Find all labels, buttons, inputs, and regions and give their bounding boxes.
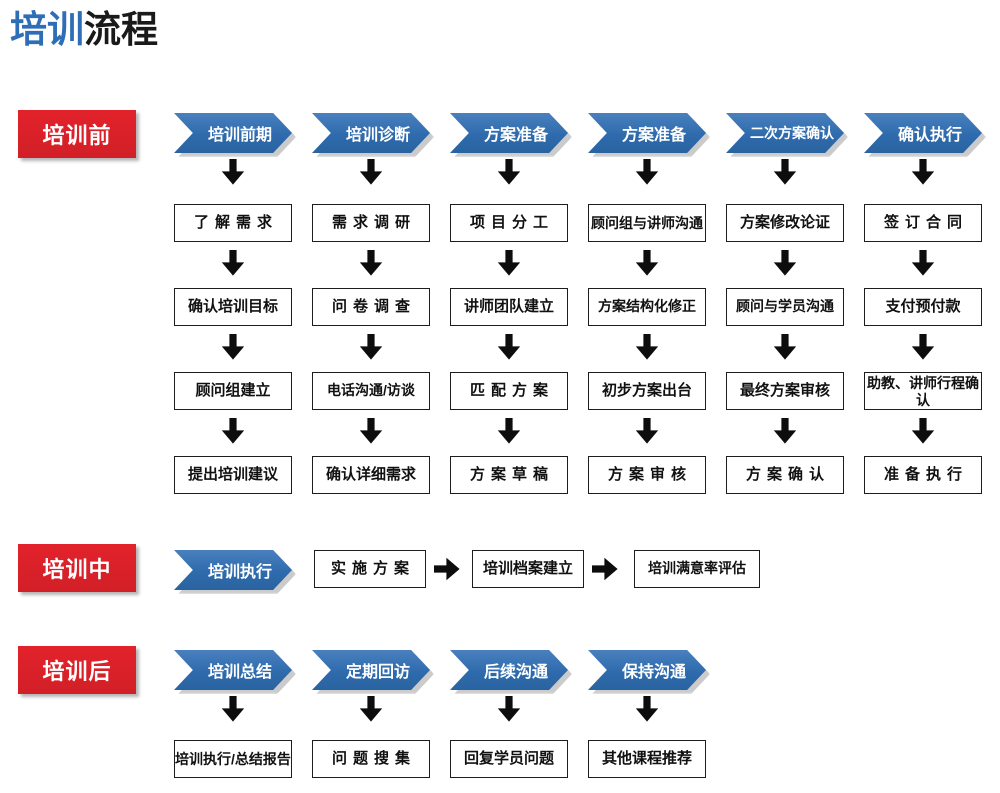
process-box-s1-4-3[interactable]: 方案确认: [726, 456, 844, 494]
process-box-s1-3-0[interactable]: 顾问组与讲师沟通: [588, 204, 706, 242]
arrow-down-icon: [221, 696, 245, 722]
stage-label-2: 培训后: [18, 646, 136, 694]
process-box-s1-0-3[interactable]: 提出培训建议: [174, 456, 292, 494]
arrow-down-icon: [773, 250, 797, 276]
process-box-s1-2-0[interactable]: 项目分工: [450, 204, 568, 242]
arrow-down-icon: [773, 159, 797, 185]
process-box-s1-5-1[interactable]: 支付预付款: [864, 288, 982, 326]
arrow-down-icon: [359, 159, 383, 185]
arrow-down-icon: [497, 159, 521, 185]
arrow-right-icon: [592, 557, 618, 581]
process-box-s1-5-2[interactable]: 助教、讲师行程确认: [864, 372, 982, 410]
arrow-down-icon: [635, 696, 659, 722]
process-box-s1-1-2[interactable]: 电话沟通/访谈: [312, 372, 430, 410]
arrow-down-icon: [497, 250, 521, 276]
process-box-s2-0[interactable]: 实施方案: [314, 550, 426, 588]
process-box-s1-0-2[interactable]: 顾问组建立: [174, 372, 292, 410]
arrow-down-icon: [359, 250, 383, 276]
chevron-header-s3-0[interactable]: 培训总结: [174, 650, 292, 690]
arrow-down-icon: [221, 418, 245, 444]
process-box-s1-1-0[interactable]: 需求调研: [312, 204, 430, 242]
arrow-down-icon: [359, 696, 383, 722]
chevron-header-s2-h[interactable]: 培训执行: [174, 550, 292, 590]
process-box-s1-4-2[interactable]: 最终方案审核: [726, 372, 844, 410]
process-box-s1-0-1[interactable]: 确认培训目标: [174, 288, 292, 326]
process-box-s1-4-1[interactable]: 顾问与学员沟通: [726, 288, 844, 326]
process-box-s3-2-0[interactable]: 回复学员问题: [450, 740, 568, 778]
arrow-down-icon: [359, 418, 383, 444]
arrow-right-icon: [434, 557, 460, 581]
chevron-header-s1-1[interactable]: 培训诊断: [312, 113, 430, 153]
arrow-down-icon: [635, 334, 659, 360]
process-box-s3-3-0[interactable]: 其他课程推荐: [588, 740, 706, 778]
arrow-down-icon: [221, 250, 245, 276]
process-box-s1-1-1[interactable]: 问卷调查: [312, 288, 430, 326]
arrow-down-icon: [359, 334, 383, 360]
chevron-header-s3-1[interactable]: 定期回访: [312, 650, 430, 690]
arrow-down-icon: [221, 334, 245, 360]
process-box-s1-2-2[interactable]: 匹配方案: [450, 372, 568, 410]
arrow-down-icon: [911, 418, 935, 444]
chevron-header-s1-2[interactable]: 方案准备: [450, 113, 568, 153]
stage-label-1: 培训中: [18, 544, 136, 592]
process-box-s1-3-3[interactable]: 方案审核: [588, 456, 706, 494]
arrow-down-icon: [773, 418, 797, 444]
process-box-s2-1[interactable]: 培训档案建立: [472, 550, 584, 588]
process-box-s1-3-1[interactable]: 方案结构化修正: [588, 288, 706, 326]
page-title-rest: 流程: [84, 9, 158, 50]
stage-label-0: 培训前: [18, 110, 136, 158]
process-box-s1-3-2[interactable]: 初步方案出台: [588, 372, 706, 410]
process-box-s1-5-0[interactable]: 签订合同: [864, 204, 982, 242]
arrow-down-icon: [497, 418, 521, 444]
arrow-down-icon: [773, 334, 797, 360]
page-title-accent: 培训: [10, 9, 84, 50]
arrow-down-icon: [635, 159, 659, 185]
process-box-s1-1-3[interactable]: 确认详细需求: [312, 456, 430, 494]
arrow-down-icon: [911, 250, 935, 276]
arrow-down-icon: [635, 418, 659, 444]
chevron-header-s1-3[interactable]: 方案准备: [588, 113, 706, 153]
page-title: 培训流程: [10, 8, 158, 52]
process-box-s3-1-0[interactable]: 问题搜集: [312, 740, 430, 778]
process-box-s1-2-3[interactable]: 方案草稿: [450, 456, 568, 494]
process-box-s3-0-0[interactable]: 培训执行/总结报告: [174, 740, 292, 778]
process-box-s1-2-1[interactable]: 讲师团队建立: [450, 288, 568, 326]
arrow-down-icon: [497, 696, 521, 722]
arrow-down-icon: [221, 159, 245, 185]
arrow-down-icon: [635, 250, 659, 276]
arrow-down-icon: [497, 334, 521, 360]
process-box-s1-5-3[interactable]: 准备执行: [864, 456, 982, 494]
chevron-header-s1-5[interactable]: 确认执行: [864, 113, 982, 153]
chevron-header-s1-4[interactable]: 二次方案确认: [726, 113, 844, 153]
process-box-s1-0-0[interactable]: 了解需求: [174, 204, 292, 242]
arrow-down-icon: [911, 159, 935, 185]
process-box-s1-4-0[interactable]: 方案修改论证: [726, 204, 844, 242]
process-box-s2-2[interactable]: 培训满意率评估: [634, 550, 760, 588]
chevron-header-s3-2[interactable]: 后续沟通: [450, 650, 568, 690]
chevron-header-s3-3[interactable]: 保持沟通: [588, 650, 706, 690]
arrow-down-icon: [911, 334, 935, 360]
chevron-header-s1-0[interactable]: 培训前期: [174, 113, 292, 153]
